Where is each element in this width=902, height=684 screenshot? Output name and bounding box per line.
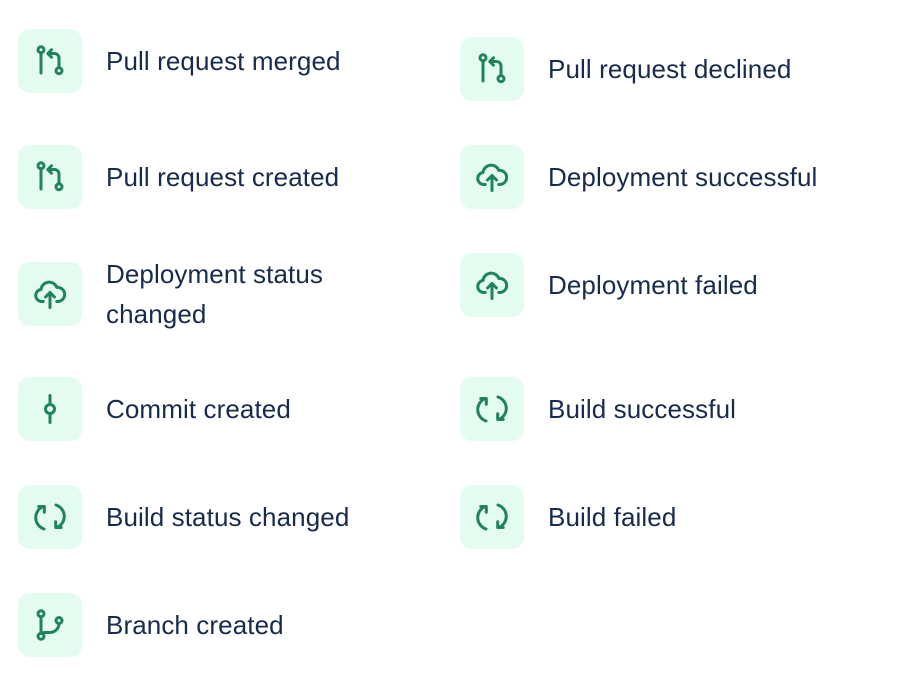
cloud-upload-icon <box>460 253 524 317</box>
event-label: Deployment status changed <box>106 259 324 329</box>
commit-icon <box>18 377 82 441</box>
event-label: Build successful <box>548 394 737 424</box>
event-item-deployment-successful: Deployment successful <box>460 145 817 209</box>
cloud-upload-icon <box>460 145 524 209</box>
pull-request-icon <box>18 29 82 93</box>
refresh-icon <box>460 377 524 441</box>
branch-icon <box>18 593 82 657</box>
event-item-deployment-status-changed: Deployment status changed <box>18 254 376 334</box>
event-label: Branch created <box>106 610 284 640</box>
event-label: Build failed <box>548 502 677 532</box>
event-item-build-successful: Build successful <box>460 377 736 441</box>
event-label: Deployment failed <box>548 270 758 300</box>
event-item-commit-created: Commit created <box>18 377 291 441</box>
event-item-deployment-failed: Deployment failed <box>460 253 758 317</box>
event-label: Pull request created <box>106 162 340 192</box>
event-label: Deployment successful <box>548 162 818 192</box>
pull-request-icon <box>460 37 524 101</box>
event-item-pull-request-created: Pull request created <box>18 145 339 209</box>
event-label: Build status changed <box>106 502 350 532</box>
refresh-icon <box>460 485 524 549</box>
event-label: Pull request declined <box>548 54 792 84</box>
pull-request-icon <box>18 145 82 209</box>
event-item-pull-request-merged: Pull request merged <box>18 29 341 93</box>
event-label: Pull request merged <box>106 46 341 76</box>
event-item-build-failed: Build failed <box>460 485 676 549</box>
refresh-icon <box>18 485 82 549</box>
event-item-pull-request-declined: Pull request declined <box>460 37 791 101</box>
cloud-upload-icon <box>18 262 82 326</box>
event-item-branch-created: Branch created <box>18 593 284 657</box>
event-item-build-status-changed: Build status changed <box>18 485 349 549</box>
event-label: Commit created <box>106 394 291 424</box>
